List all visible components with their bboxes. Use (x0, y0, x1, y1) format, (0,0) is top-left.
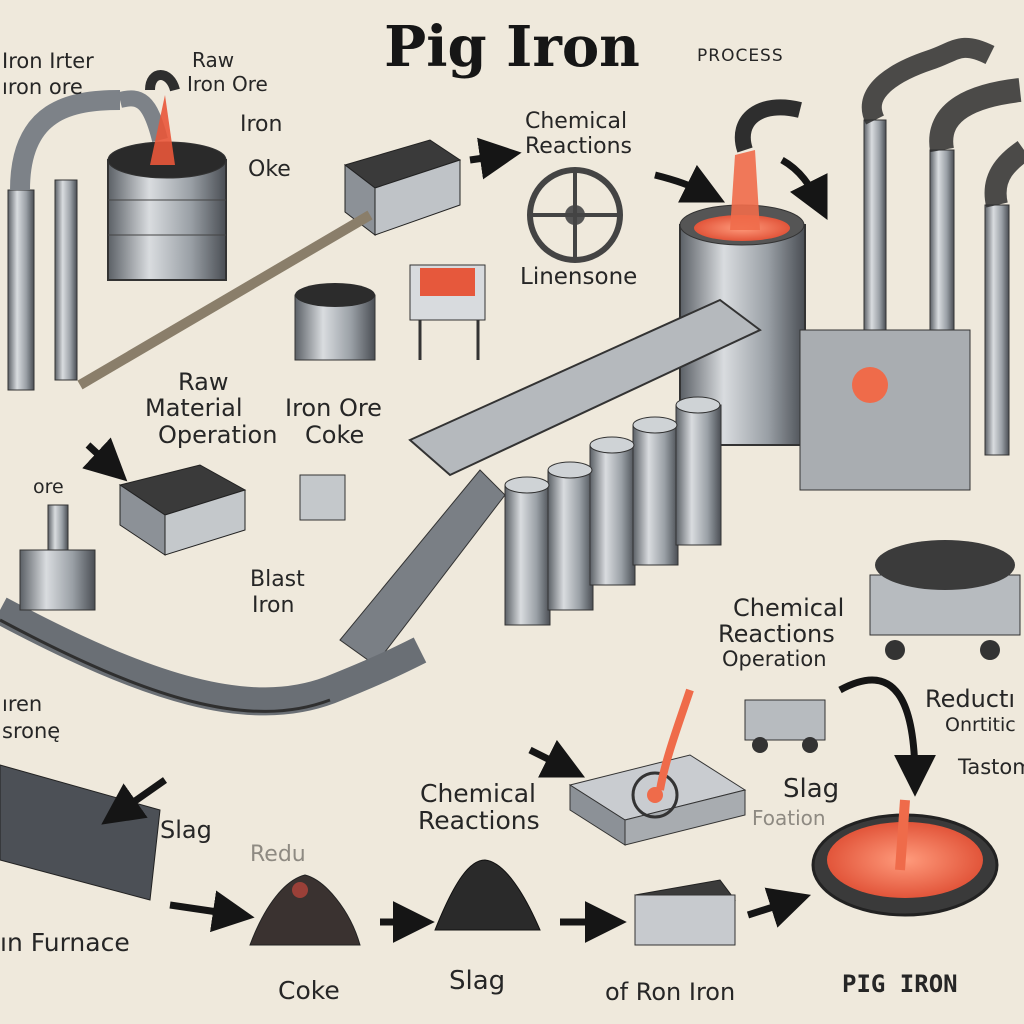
label-left-fragment-2: sronę (2, 719, 61, 743)
label-chemical-right: Chemical (733, 594, 845, 622)
mine-cart-icon (118, 464, 1021, 753)
label-slag-right: Slag (783, 774, 840, 804)
label-iron-ore-mid: Iron Ore (285, 394, 382, 422)
page-title: Pig Iron (384, 14, 640, 80)
arrow-icon (82, 137, 936, 943)
label-linensone: Linensone (520, 264, 638, 290)
label-onrtitic: Onrtitic (945, 714, 1016, 736)
smokestack-icon (7, 90, 168, 391)
label-coke-bottom: Coke (278, 976, 340, 1005)
label-coke-mid: Coke (305, 421, 365, 449)
label-iron-inter: Iron Irter (2, 49, 94, 73)
label-reactions-top: Reactions (525, 134, 633, 159)
subtitle: PROCESS (697, 46, 784, 66)
label-slag-bottom: Slag (449, 966, 506, 996)
label-pig-iron: PIG IRON (842, 970, 958, 998)
label-left-fragment-1: ıren (2, 692, 43, 716)
label-ore-left: ore (33, 476, 64, 498)
label-reactions-right: Reactions (718, 620, 835, 648)
coke-pile-icon (249, 874, 361, 946)
label-raw-material-1: Raw (178, 368, 229, 396)
label-of-ron-iron: of Ron Iron (605, 978, 736, 1006)
label-redu: Redu (250, 842, 306, 867)
furnace-icon (107, 70, 227, 281)
smokestack-icon (861, 37, 1024, 456)
mine-cart-icon (634, 879, 736, 946)
label-raw-top: Raw (192, 48, 235, 72)
label-slag-left: Slag (160, 816, 212, 844)
label-furnace: ın Furnace (0, 928, 130, 957)
label-operation-right: Operation (722, 647, 827, 671)
label-raw-material-2: Material (145, 394, 243, 422)
ladle-icon (568, 688, 747, 846)
label-iron: Iron (240, 112, 283, 137)
label-chemical-top: Chemical (525, 109, 628, 134)
label-reduct: Reductı (925, 685, 1016, 713)
label-foation: Foation (752, 806, 826, 830)
gear-wheel-icon (527, 167, 623, 263)
label-chemical-bottom: Chemical (420, 779, 536, 808)
label-iron-ore-topleft: ıron ore (2, 75, 83, 99)
label-reactions-bottom: Reactions (418, 806, 540, 835)
label-blast: Blast (250, 567, 305, 592)
label-oke: Oke (248, 157, 291, 182)
silo-icon (504, 396, 722, 626)
slag-pile-icon (434, 859, 541, 931)
label-blast-iron: Iron (252, 593, 295, 618)
conveyor-icon (77, 139, 486, 390)
furnace-icon (679, 99, 971, 491)
silo-icon (294, 283, 376, 361)
label-raw-material-3: Operation (158, 421, 278, 449)
label-iron-ore-top: Iron Ore (187, 72, 268, 96)
label-tastom: Tastom (958, 755, 1024, 779)
ladle-icon (811, 799, 999, 917)
